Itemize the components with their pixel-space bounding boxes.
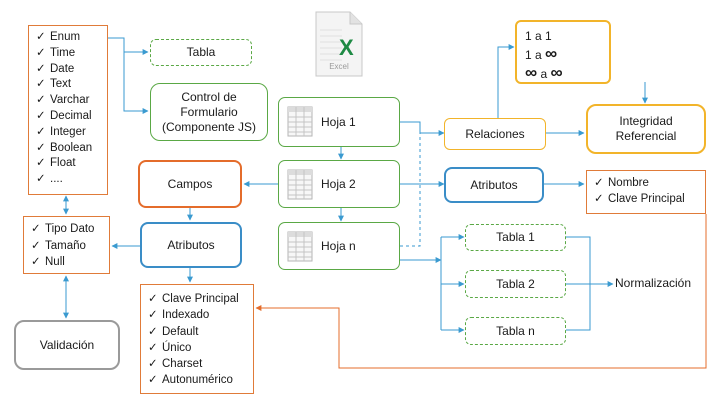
cardinality-n-n-middle: a xyxy=(540,67,548,81)
data-types-list: EnumTimeDateTextVarcharDecimalIntegerBoo… xyxy=(28,25,108,195)
constraint-item: Único xyxy=(145,340,249,357)
control-formulario-box: Control de Formulario (Componente JS) xyxy=(150,83,268,141)
relaciones-box: Relaciones xyxy=(444,118,546,150)
tabla-box: Tabla xyxy=(150,39,252,66)
atributos-left-label: Atributos xyxy=(167,237,215,252)
excel-file-icon: X Excel xyxy=(312,10,366,80)
atributos-right-box: Atributos xyxy=(444,167,544,203)
tabla-2-box: Tabla 2 xyxy=(465,270,566,298)
dato-item: Null xyxy=(28,254,105,271)
normalizacion-label: Normalización xyxy=(615,276,692,290)
constraint-item: Default xyxy=(145,324,249,341)
tablas-to-norm-bracket xyxy=(566,236,591,331)
constraint-item: Clave Principal xyxy=(145,291,249,308)
constraints-list: Clave PrincipalIndexadoDefaultÚnicoChars… xyxy=(140,284,254,394)
validacion-label: Validación xyxy=(39,337,95,352)
spreadsheet-icon xyxy=(287,106,313,137)
constraints-items: Clave PrincipalIndexadoDefaultÚnicoChars… xyxy=(145,291,249,389)
hoja-1-box: Hoja 1 xyxy=(278,97,400,147)
arrow-list-to-control xyxy=(123,52,149,114)
integridad-referencial-box: Integridad Referencial xyxy=(586,104,706,154)
orange-feedback-line xyxy=(255,214,707,369)
cardinality-1-1: 1 a 1 xyxy=(525,29,552,43)
infinity-symbol: ∞ xyxy=(550,63,563,82)
hoja-n-box: Hoja n xyxy=(278,222,400,270)
spreadsheet-icon xyxy=(287,231,313,262)
tabla-2-label: Tabla 2 xyxy=(496,276,535,291)
integridad-line2: Referencial xyxy=(615,129,677,143)
cardinality-n-n: ∞ a ∞ xyxy=(525,64,601,83)
campos-box: Campos xyxy=(138,160,242,208)
control-line1: Control de xyxy=(181,89,237,104)
validacion-box: Validación xyxy=(14,320,120,370)
attr-item: Clave Principal xyxy=(591,191,701,207)
data-type-item: Date xyxy=(33,62,103,78)
data-types-items: EnumTimeDateTextVarcharDecimalIntegerBoo… xyxy=(33,30,103,188)
hoja-1-label: Hoja 1 xyxy=(321,114,356,129)
cardinality-1-n-prefix: 1 a xyxy=(525,48,542,62)
hoja-2-label: Hoja 2 xyxy=(321,176,356,191)
spreadsheet-icon xyxy=(287,169,313,200)
dato-item: Tipo Dato xyxy=(28,221,105,238)
control-line2: Formulario xyxy=(180,104,238,119)
excel-caption: Excel xyxy=(329,62,349,71)
attr-items: NombreClave Principal xyxy=(591,175,701,207)
atributos-left-box: Atributos xyxy=(140,222,242,268)
data-type-item: Boolean xyxy=(33,141,103,157)
data-type-item: .... xyxy=(33,172,103,188)
tabla-label: Tabla xyxy=(186,45,216,59)
tabla-n-box: Tabla n xyxy=(465,317,566,345)
data-type-item: Decimal xyxy=(33,109,103,125)
integridad-line1: Integridad xyxy=(619,114,673,128)
attr-item: Nombre xyxy=(591,175,701,191)
hoja-n-label: Hoja n xyxy=(321,238,356,253)
campos-label: Campos xyxy=(167,176,213,191)
dato-items: Tipo DatoTamañoNull xyxy=(28,221,105,271)
constraint-item: Charset xyxy=(145,356,249,373)
data-type-item: Varchar xyxy=(33,93,103,109)
excel-letter: X xyxy=(339,35,354,60)
tabla-1-label: Tabla 1 xyxy=(496,230,535,244)
tabla-1-box: Tabla 1 xyxy=(465,224,566,251)
cardinality-1-n: 1 a ∞ xyxy=(525,45,601,64)
data-type-item: Text xyxy=(33,77,103,93)
constraint-item: Autonumérico xyxy=(145,372,249,389)
cardinality-box: 1 a 1 1 a ∞ ∞ a ∞ xyxy=(515,20,611,84)
data-type-item: Integer xyxy=(33,125,103,141)
data-type-item: Float xyxy=(33,156,103,172)
atributos-right-label: Atributos xyxy=(470,177,518,192)
tabla-n-label: Tabla n xyxy=(496,323,535,338)
dato-item: Tamaño xyxy=(28,238,105,255)
infinity-symbol: ∞ xyxy=(525,63,538,82)
arrow-relaciones-to-cardinality xyxy=(497,44,515,118)
control-line3: (Componente JS) xyxy=(161,119,257,134)
data-type-item: Enum xyxy=(33,30,103,46)
arrow-hoja1-to-relaciones xyxy=(400,121,445,136)
dotted-hojan-link xyxy=(400,133,421,247)
data-type-item: Time xyxy=(33,46,103,62)
hoja-2-box: Hoja 2 xyxy=(278,160,400,208)
attr-list: NombreClave Principal xyxy=(586,170,706,214)
arrow-list-to-tabla xyxy=(100,37,149,55)
infinity-symbol: ∞ xyxy=(545,44,558,63)
relaciones-label: Relaciones xyxy=(465,126,525,141)
dato-list: Tipo DatoTamañoNull xyxy=(23,216,110,274)
constraint-item: Indexado xyxy=(145,307,249,324)
